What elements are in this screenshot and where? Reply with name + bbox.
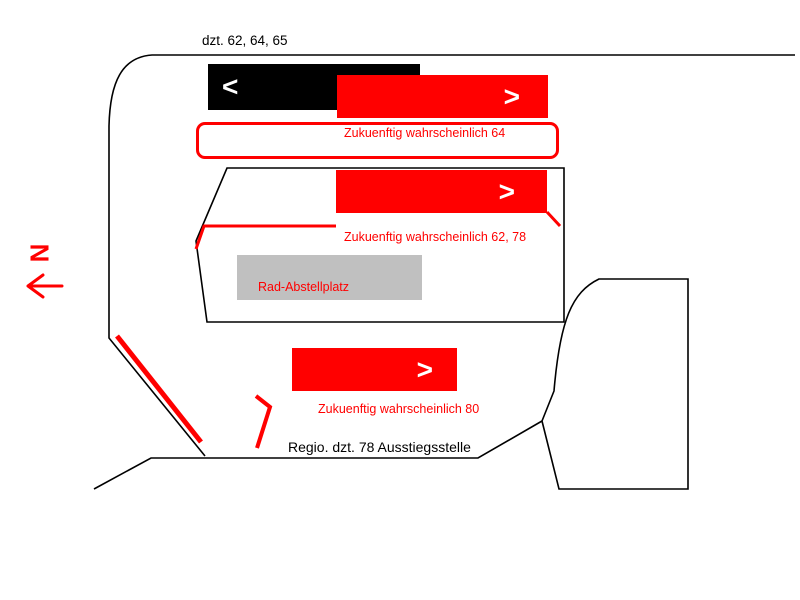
road-outline-east <box>541 278 689 490</box>
bus-bay-red-middle: > <box>336 170 547 213</box>
regio-exit-label: Regio. dzt. 78 Ausstiegsstelle <box>288 439 471 455</box>
future-80-label: Zukuenftig wahrscheinlich 80 <box>318 402 480 416</box>
direction-arrow-right-icon: > <box>498 175 515 207</box>
platform-outline <box>195 167 565 323</box>
future-64-label: Zukuenftig wahrscheinlich 64 <box>344 126 506 140</box>
direction-arrow-right-icon: > <box>503 80 520 112</box>
red-lane-hook <box>254 394 273 449</box>
future-platform-edge-left <box>194 224 336 250</box>
current-lines-label: dzt. 62, 64, 65 <box>202 33 288 48</box>
future-64-box <box>196 122 559 159</box>
direction-arrow-left-icon: < <box>222 71 239 102</box>
future-platform-edge-right <box>545 210 562 228</box>
future-62-78-label: Zukuenftig wahrscheinlich 62, 78 <box>344 230 527 244</box>
road-outline-west <box>108 54 795 457</box>
direction-arrow-right-icon: > <box>416 353 433 385</box>
bike-parking-label: Rad-Abstellplatz <box>258 280 350 294</box>
bus-bay-red-top: > <box>337 75 548 118</box>
bike-parking-area <box>237 255 422 300</box>
road-outline-south <box>93 420 543 490</box>
north-arrow-icon <box>26 273 64 299</box>
north-label: N <box>24 243 55 263</box>
bus-bay-red-bottom: > <box>292 348 457 391</box>
red-lane-marking <box>115 334 203 444</box>
